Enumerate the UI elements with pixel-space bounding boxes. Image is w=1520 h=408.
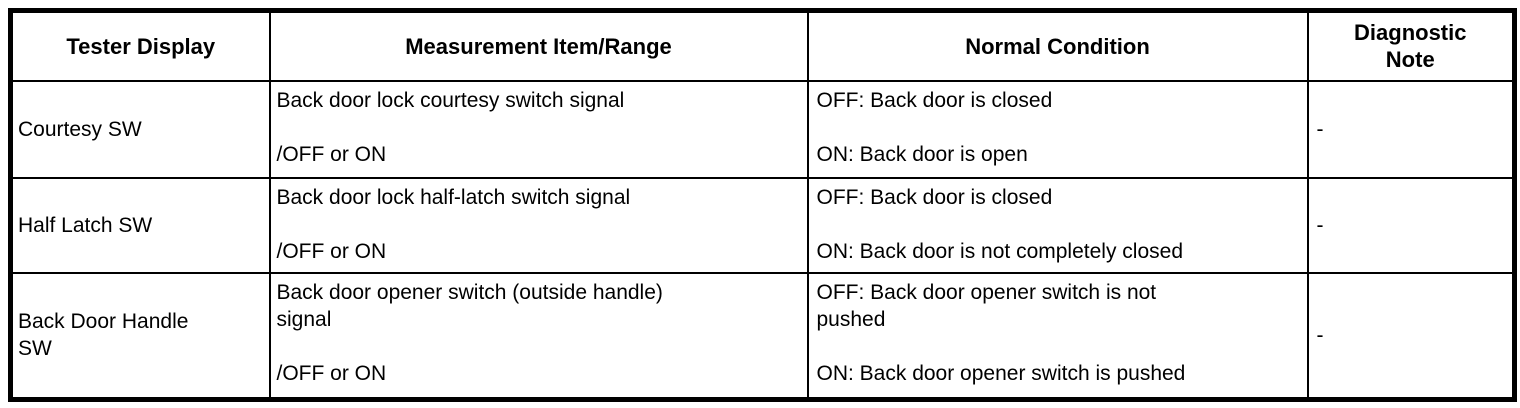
cell-tester-display: Back Door Handle SW	[9, 271, 271, 401]
cell-diagnostic-note: -	[1306, 79, 1516, 179]
column-header-tester-display: Tester Display	[9, 9, 271, 82]
cell-diagnostic-note: -	[1306, 176, 1516, 274]
table-header-row: Tester Display Measurement Item/Range No…	[9, 9, 1516, 82]
cell-normal-condition: OFF: Back door is closed ON: Back door i…	[806, 176, 1309, 274]
cell-measurement-item-range: Back door lock courtesy switch signal /O…	[268, 79, 809, 179]
column-header-normal-condition: Normal Condition	[806, 9, 1309, 82]
cell-measurement-item-range: Back door lock half-latch switch signal …	[268, 176, 809, 274]
column-header-measurement-item-range: Measurement Item/Range	[268, 9, 809, 82]
cell-normal-condition: OFF: Back door is closed ON: Back door i…	[806, 79, 1309, 179]
column-header-diagnostic-note: Diagnostic Note	[1306, 9, 1516, 82]
cell-tester-display: Half Latch SW	[9, 176, 271, 274]
cell-tester-display: Courtesy SW	[9, 79, 271, 179]
diagnostic-data-table: Tester Display Measurement Item/Range No…	[8, 8, 1517, 402]
cell-diagnostic-note: -	[1306, 271, 1516, 401]
table-row-half-latch-sw: Half Latch SW Back door lock half-latch …	[9, 176, 1516, 274]
cell-normal-condition: OFF: Back door opener switch is not push…	[806, 271, 1309, 401]
table-row-courtesy-sw: Courtesy SW Back door lock courtesy swit…	[9, 79, 1516, 179]
table-row-back-door-handle-sw: Back Door Handle SW Back door opener swi…	[9, 271, 1516, 401]
cell-measurement-item-range: Back door opener switch (outside handle)…	[268, 271, 809, 401]
